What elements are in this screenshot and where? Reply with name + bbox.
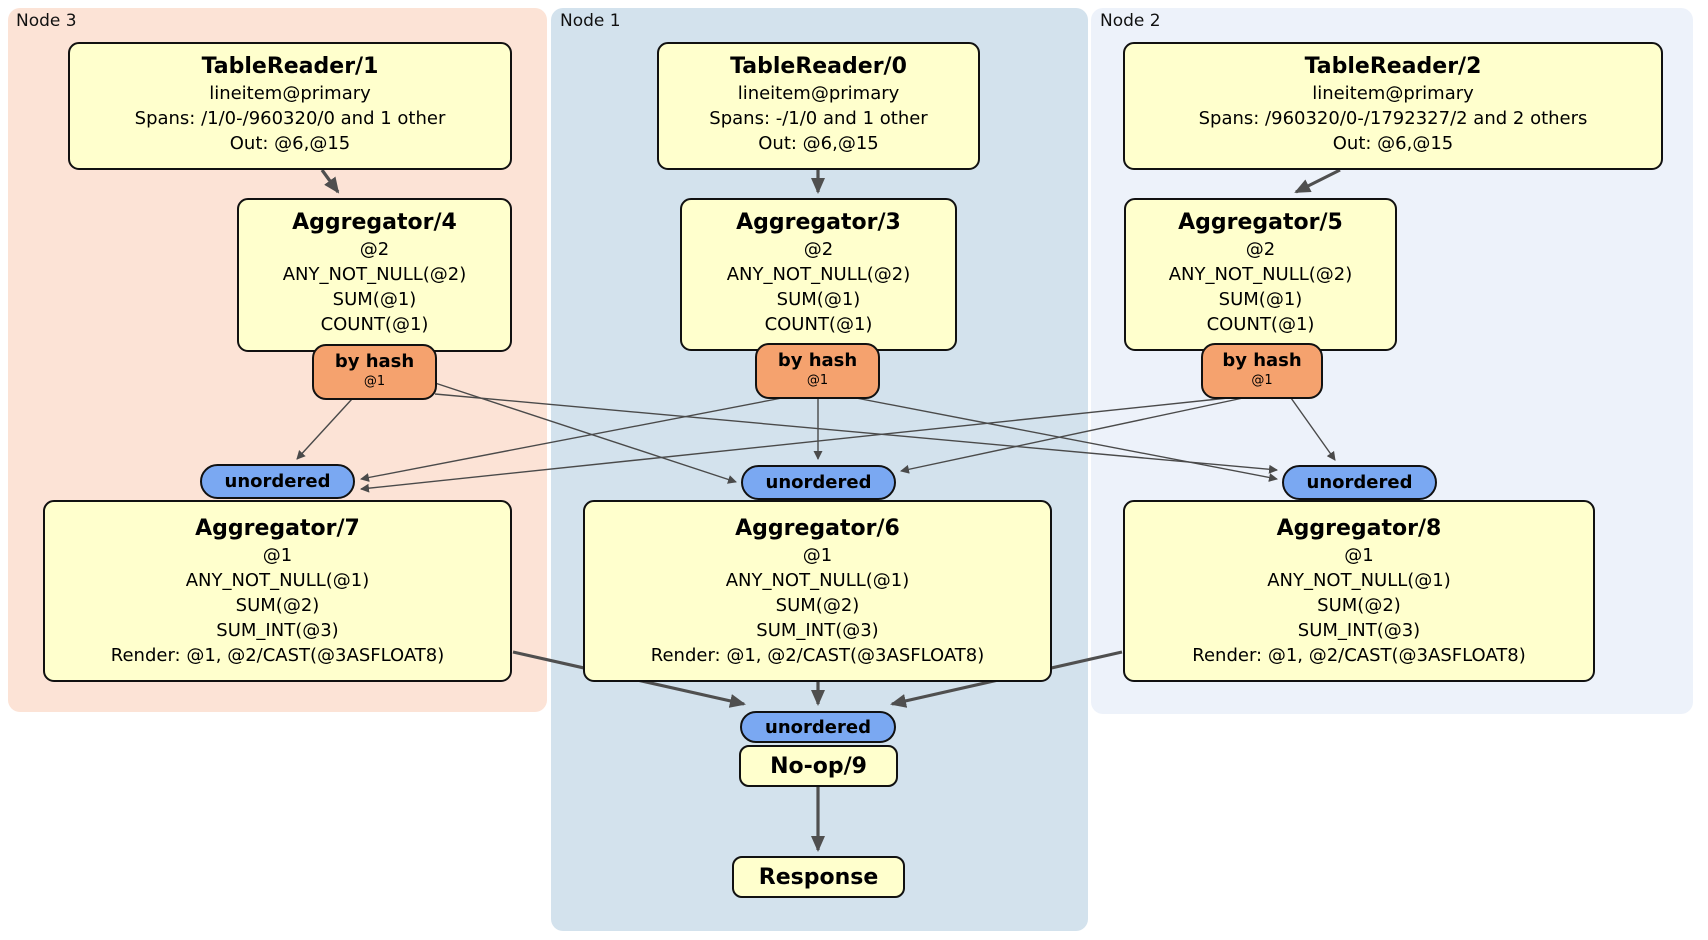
processor-detail: SUM_INT(@3) <box>1297 620 1421 641</box>
router-by-hash-node2: by hash @1 <box>1201 343 1323 399</box>
processor-title: Aggregator/4 <box>292 210 457 235</box>
sync-unordered-node3: unordered <box>200 464 355 499</box>
region-label-node2: Node 2 <box>1100 11 1161 31</box>
region-label-node3: Node 3 <box>16 11 77 31</box>
processor-detail: Out: @6,@15 <box>1332 133 1454 154</box>
processor-detail: Spans: /1/0-/960320/0 and 1 other <box>134 108 446 129</box>
router-columns: @1 <box>806 373 829 388</box>
processor-detail: SUM(@1) <box>776 289 861 310</box>
processor-detail: ANY_NOT_NULL(@2) <box>1168 264 1353 285</box>
processor-detail: @2 <box>359 239 390 260</box>
processor-detail: @1 <box>1344 545 1374 566</box>
processor-detail: @1 <box>262 545 293 566</box>
processor-detail: Spans: -/1/0 and 1 other <box>709 108 928 129</box>
processor-aggregator-8: Aggregator/8 @1 ANY_NOT_NULL(@1) SUM(@2)… <box>1123 500 1595 682</box>
processor-detail: Render: @1, @2/CAST(@3ASFLOAT8) <box>110 645 445 666</box>
processor-tablereader-2: TableReader/2 lineitem@primary Spans: /9… <box>1123 42 1663 170</box>
processor-detail: Render: @1, @2/CAST(@3ASFLOAT8) <box>650 645 985 666</box>
processor-detail: ANY_NOT_NULL(@1) <box>1267 570 1451 591</box>
processor-title: TableReader/1 <box>201 54 379 79</box>
processor-detail: SUM(@1) <box>1218 289 1303 310</box>
processor-detail: SUM_INT(@3) <box>756 620 879 641</box>
router-label: by hash <box>1222 350 1302 371</box>
processor-detail: SUM_INT(@3) <box>216 620 339 641</box>
router-label: by hash <box>334 351 415 372</box>
processor-aggregator-3: Aggregator/3 @2 ANY_NOT_NULL(@2) SUM(@1)… <box>680 198 957 351</box>
processor-title: Aggregator/3 <box>736 210 901 235</box>
processor-detail: lineitem@primary <box>737 83 900 104</box>
processor-detail: COUNT(@1) <box>764 314 873 335</box>
processor-detail: Spans: /960320/0-/1792327/2 and 2 others <box>1198 108 1588 129</box>
processor-detail: @2 <box>1245 239 1276 260</box>
routing-edges <box>296 381 1336 493</box>
processor-tablereader-0: TableReader/0 lineitem@primary Spans: -/… <box>657 42 980 170</box>
sync-unordered-node2: unordered <box>1282 465 1437 500</box>
processor-detail: COUNT(@1) <box>1206 314 1315 335</box>
processor-aggregator-6: Aggregator/6 @1 ANY_NOT_NULL(@1) SUM(@2)… <box>583 500 1052 682</box>
processor-detail: ANY_NOT_NULL(@1) <box>725 570 910 591</box>
processor-detail: lineitem@primary <box>1312 83 1474 104</box>
processor-detail: SUM(@2) <box>1317 595 1401 616</box>
processor-detail: lineitem@primary <box>209 83 371 104</box>
processor-detail: @2 <box>803 239 834 260</box>
response-node: Response <box>732 856 905 898</box>
processor-detail: SUM(@2) <box>235 595 320 616</box>
processor-title: TableReader/0 <box>730 54 907 79</box>
processor-title: Aggregator/5 <box>1178 210 1343 235</box>
router-columns: @1 <box>363 374 386 389</box>
processor-detail: SUM(@1) <box>332 289 417 310</box>
router-by-hash-node1: by hash @1 <box>755 343 880 399</box>
processor-detail: Out: @6,@15 <box>758 133 879 154</box>
processor-detail: ANY_NOT_NULL(@2) <box>726 264 911 285</box>
processor-title: Aggregator/7 <box>195 516 360 541</box>
processor-detail: ANY_NOT_NULL(@2) <box>282 264 467 285</box>
processor-detail: Render: @1, @2/CAST(@3ASFLOAT8) <box>1192 645 1526 666</box>
processor-detail: COUNT(@1) <box>320 314 429 335</box>
sync-unordered-final: unordered <box>740 711 896 743</box>
processor-title: TableReader/2 <box>1304 54 1482 79</box>
processor-detail: Out: @6,@15 <box>229 133 351 154</box>
region-label-node1: Node 1 <box>560 11 621 31</box>
router-label: by hash <box>777 350 858 371</box>
processor-title: Aggregator/8 <box>1276 516 1442 541</box>
router-by-hash-node3: by hash @1 <box>312 344 437 400</box>
processor-detail: @1 <box>802 545 833 566</box>
sync-unordered-node1: unordered <box>741 465 896 500</box>
processor-noop: No-op/9 <box>739 745 898 787</box>
processor-aggregator-4: Aggregator/4 @2 ANY_NOT_NULL(@2) SUM(@1)… <box>237 198 512 352</box>
processor-title: Aggregator/6 <box>735 516 900 541</box>
processor-aggregator-7: Aggregator/7 @1 ANY_NOT_NULL(@1) SUM(@2)… <box>43 500 512 682</box>
processor-detail: ANY_NOT_NULL(@1) <box>185 570 370 591</box>
processor-aggregator-5: Aggregator/5 @2 ANY_NOT_NULL(@2) SUM(@1)… <box>1124 198 1397 351</box>
processor-tablereader-1: TableReader/1 lineitem@primary Spans: /1… <box>68 42 512 170</box>
router-columns: @1 <box>1251 373 1273 388</box>
processor-detail: SUM(@2) <box>775 595 860 616</box>
